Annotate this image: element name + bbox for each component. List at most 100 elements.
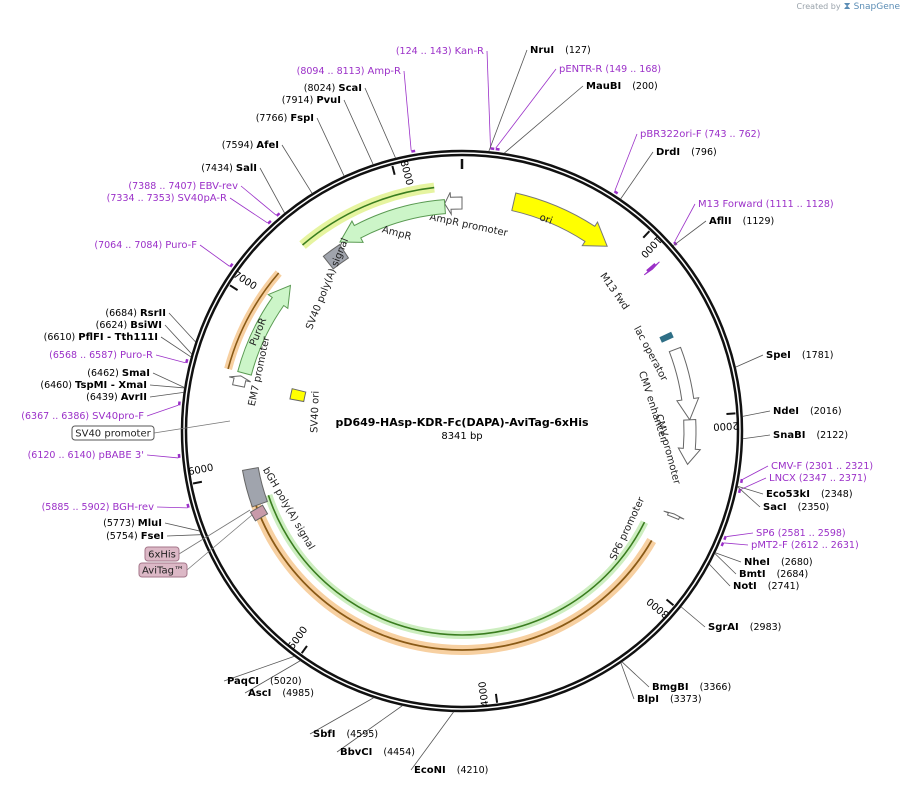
site-sgrai-name: SgrAI	[708, 622, 739, 633]
primer-pbr322ori-f-leader	[614, 133, 638, 191]
site-sgrai-pos: (2983)	[747, 622, 782, 633]
primer-puro-f-leader	[199, 244, 230, 267]
boxed-sv40-promoter-label: SV40 promoter	[75, 429, 151, 440]
primer-puro-f-range: (7064 .. 7084)	[94, 240, 165, 251]
sv40-green-line	[301, 186, 435, 246]
primer-pbabe-3-label: (6120 .. 6140) pBABE 3'	[28, 450, 144, 461]
site-fspi-leader	[316, 117, 345, 177]
site-maubi-pos: (200)	[629, 81, 658, 92]
feature-cmv-enhancer	[668, 346, 700, 421]
site-blpi-pos: (3373)	[667, 694, 702, 705]
site-nhei-pos: (2680)	[778, 557, 813, 568]
primer-ebv-rev-marker	[275, 212, 281, 217]
site-nrui-label: NruI (127)	[530, 45, 591, 56]
site-spei-leader	[735, 354, 764, 368]
primer-pbr322ori-f-label: pBR322ori-F (743 .. 762)	[640, 129, 760, 140]
primer-pentr-r-leader	[495, 68, 557, 149]
feature-ampr-promoter	[444, 192, 463, 217]
primer-amp-r-leader	[403, 70, 412, 151]
tick-label: 4000	[477, 681, 491, 708]
primer-puro-f-label: (7064 .. 7084) Puro-F	[94, 240, 197, 251]
primer-cmv-f-range: (2301 .. 2321)	[802, 461, 873, 472]
site-saci-label: SacI (2350)	[763, 502, 829, 513]
boxed-avitag-box	[138, 562, 188, 578]
primer-pmt2-f-marker	[720, 542, 725, 547]
site-pvui-leader	[343, 99, 374, 165]
primer-pentr-r-range: (149 .. 168)	[602, 64, 661, 75]
site-bbvci-label: BbvCI (4454)	[340, 747, 415, 758]
site-tspmi-xmai-label: (6460) TspMI - XmaI	[40, 380, 147, 391]
site-rsrii-pos: (6684)	[105, 308, 140, 319]
site-fspi-label: (7766) FspI	[256, 113, 314, 124]
primer-pmt2-f-name: pMT2-F	[751, 540, 788, 551]
site-econi-name: EcoNI	[414, 765, 446, 776]
primer-puro-f-name: Puro-F	[165, 240, 197, 251]
site-scai-label: (8024) ScaI	[304, 83, 362, 94]
feature-ampr	[339, 199, 446, 243]
primer-pbr322ori-f-name: pBR322ori-F	[640, 129, 702, 140]
primer-sv40pa-r-range: (7334 .. 7353)	[107, 193, 178, 204]
feature-sv40-ori	[289, 388, 307, 403]
feature-ampr-label: AmpR	[381, 224, 413, 242]
site-rsrii-name: RsrII	[140, 308, 166, 319]
feature-em7-promoter	[229, 375, 251, 388]
site-sgrai-leader	[680, 606, 706, 628]
site-saci-pos: (2350)	[795, 502, 830, 513]
site-pflfi-tth111i-label: (6610) PflFI - Tth111I	[44, 332, 158, 343]
created-by-text: Created by	[796, 2, 841, 11]
site-bbvci-pos: (4454)	[380, 747, 415, 758]
boxed-avitag-label: AviTag™	[142, 566, 184, 577]
site-ndei-name: NdeI	[773, 406, 799, 417]
primer-kan-r-leader	[486, 50, 491, 148]
feature-sv40-poly-a-signal	[322, 243, 350, 270]
primer-sv40pro-f-leader	[146, 404, 179, 417]
site-rsrii-label: (6684) RsrII	[105, 308, 166, 319]
site-snabi-leader	[742, 434, 771, 440]
snapgene-name: SnapGene	[853, 1, 900, 12]
site-maubi-name: MauBI	[586, 81, 621, 92]
site-fsei-label: (5754) FseI	[106, 531, 164, 542]
site-fsei-pos: (5754)	[106, 531, 141, 542]
site-asci-leader	[244, 660, 301, 694]
site-aflii-leader	[672, 220, 707, 246]
primer-sv40pa-r-label: (7334 .. 7353) SV40pA-R	[107, 193, 227, 204]
site-smai-name: SmaI	[122, 368, 150, 379]
site-tspmi-xmai-pos: (6460)	[40, 380, 75, 391]
primer-sp6-name: SP6	[756, 528, 775, 539]
primer-pentr-r-name: pENTR-R	[559, 64, 602, 75]
site-pflfi-tth111i-pos: (6610)	[44, 332, 79, 343]
site-sali-name: SalI	[236, 163, 257, 174]
primer-ebv-rev-name: EBV-rev	[199, 181, 238, 192]
primer-sp6-marker	[723, 535, 727, 541]
primer-bgh-rev-leader	[156, 506, 188, 509]
site-noti-label: NotI (2741)	[733, 581, 799, 592]
tick-label: 6000	[187, 462, 214, 478]
site-eco53ki-label: Eco53kI (2348)	[766, 489, 853, 500]
snapgene-brand: Created by ⧗ SnapGene	[797, 1, 900, 12]
site-maubi-leader	[503, 85, 584, 154]
primer-m13-forward-marker	[673, 241, 678, 246]
site-scai-leader	[364, 87, 396, 159]
site-asci-label: AscI (4985)	[248, 688, 314, 699]
site-blpi-label: BlpI (3373)	[637, 694, 702, 705]
site-paqci-label: PaqCI (5020)	[227, 676, 302, 687]
primer-amp-r-marker	[411, 149, 416, 153]
site-sali-leader	[259, 167, 285, 214]
feature-ori-label: ori	[538, 212, 554, 227]
site-ndei-label: NdeI (2016)	[773, 406, 842, 417]
site-pvui-name: PvuI	[316, 95, 341, 106]
site-aflii-label: AflII (1129)	[709, 216, 774, 227]
site-sbfi-pos: (4595)	[343, 729, 378, 740]
primer-pmt2-f-leader	[724, 542, 749, 546]
site-drdi-pos: (796)	[688, 147, 717, 158]
site-tspmi-xmai-leader	[149, 384, 185, 389]
site-aflii-pos: (1129)	[740, 216, 775, 227]
site-smai-pos: (6462)	[87, 368, 122, 379]
site-ndei-leader	[742, 410, 771, 417]
site-nhei-leader	[715, 552, 742, 563]
site-scai-pos: (8024)	[304, 83, 339, 94]
feature-cmv-promoter-label: CMV promoter	[653, 413, 682, 486]
primer-puro-r-name: Puro-R	[120, 350, 153, 361]
tick-mark	[229, 284, 239, 291]
